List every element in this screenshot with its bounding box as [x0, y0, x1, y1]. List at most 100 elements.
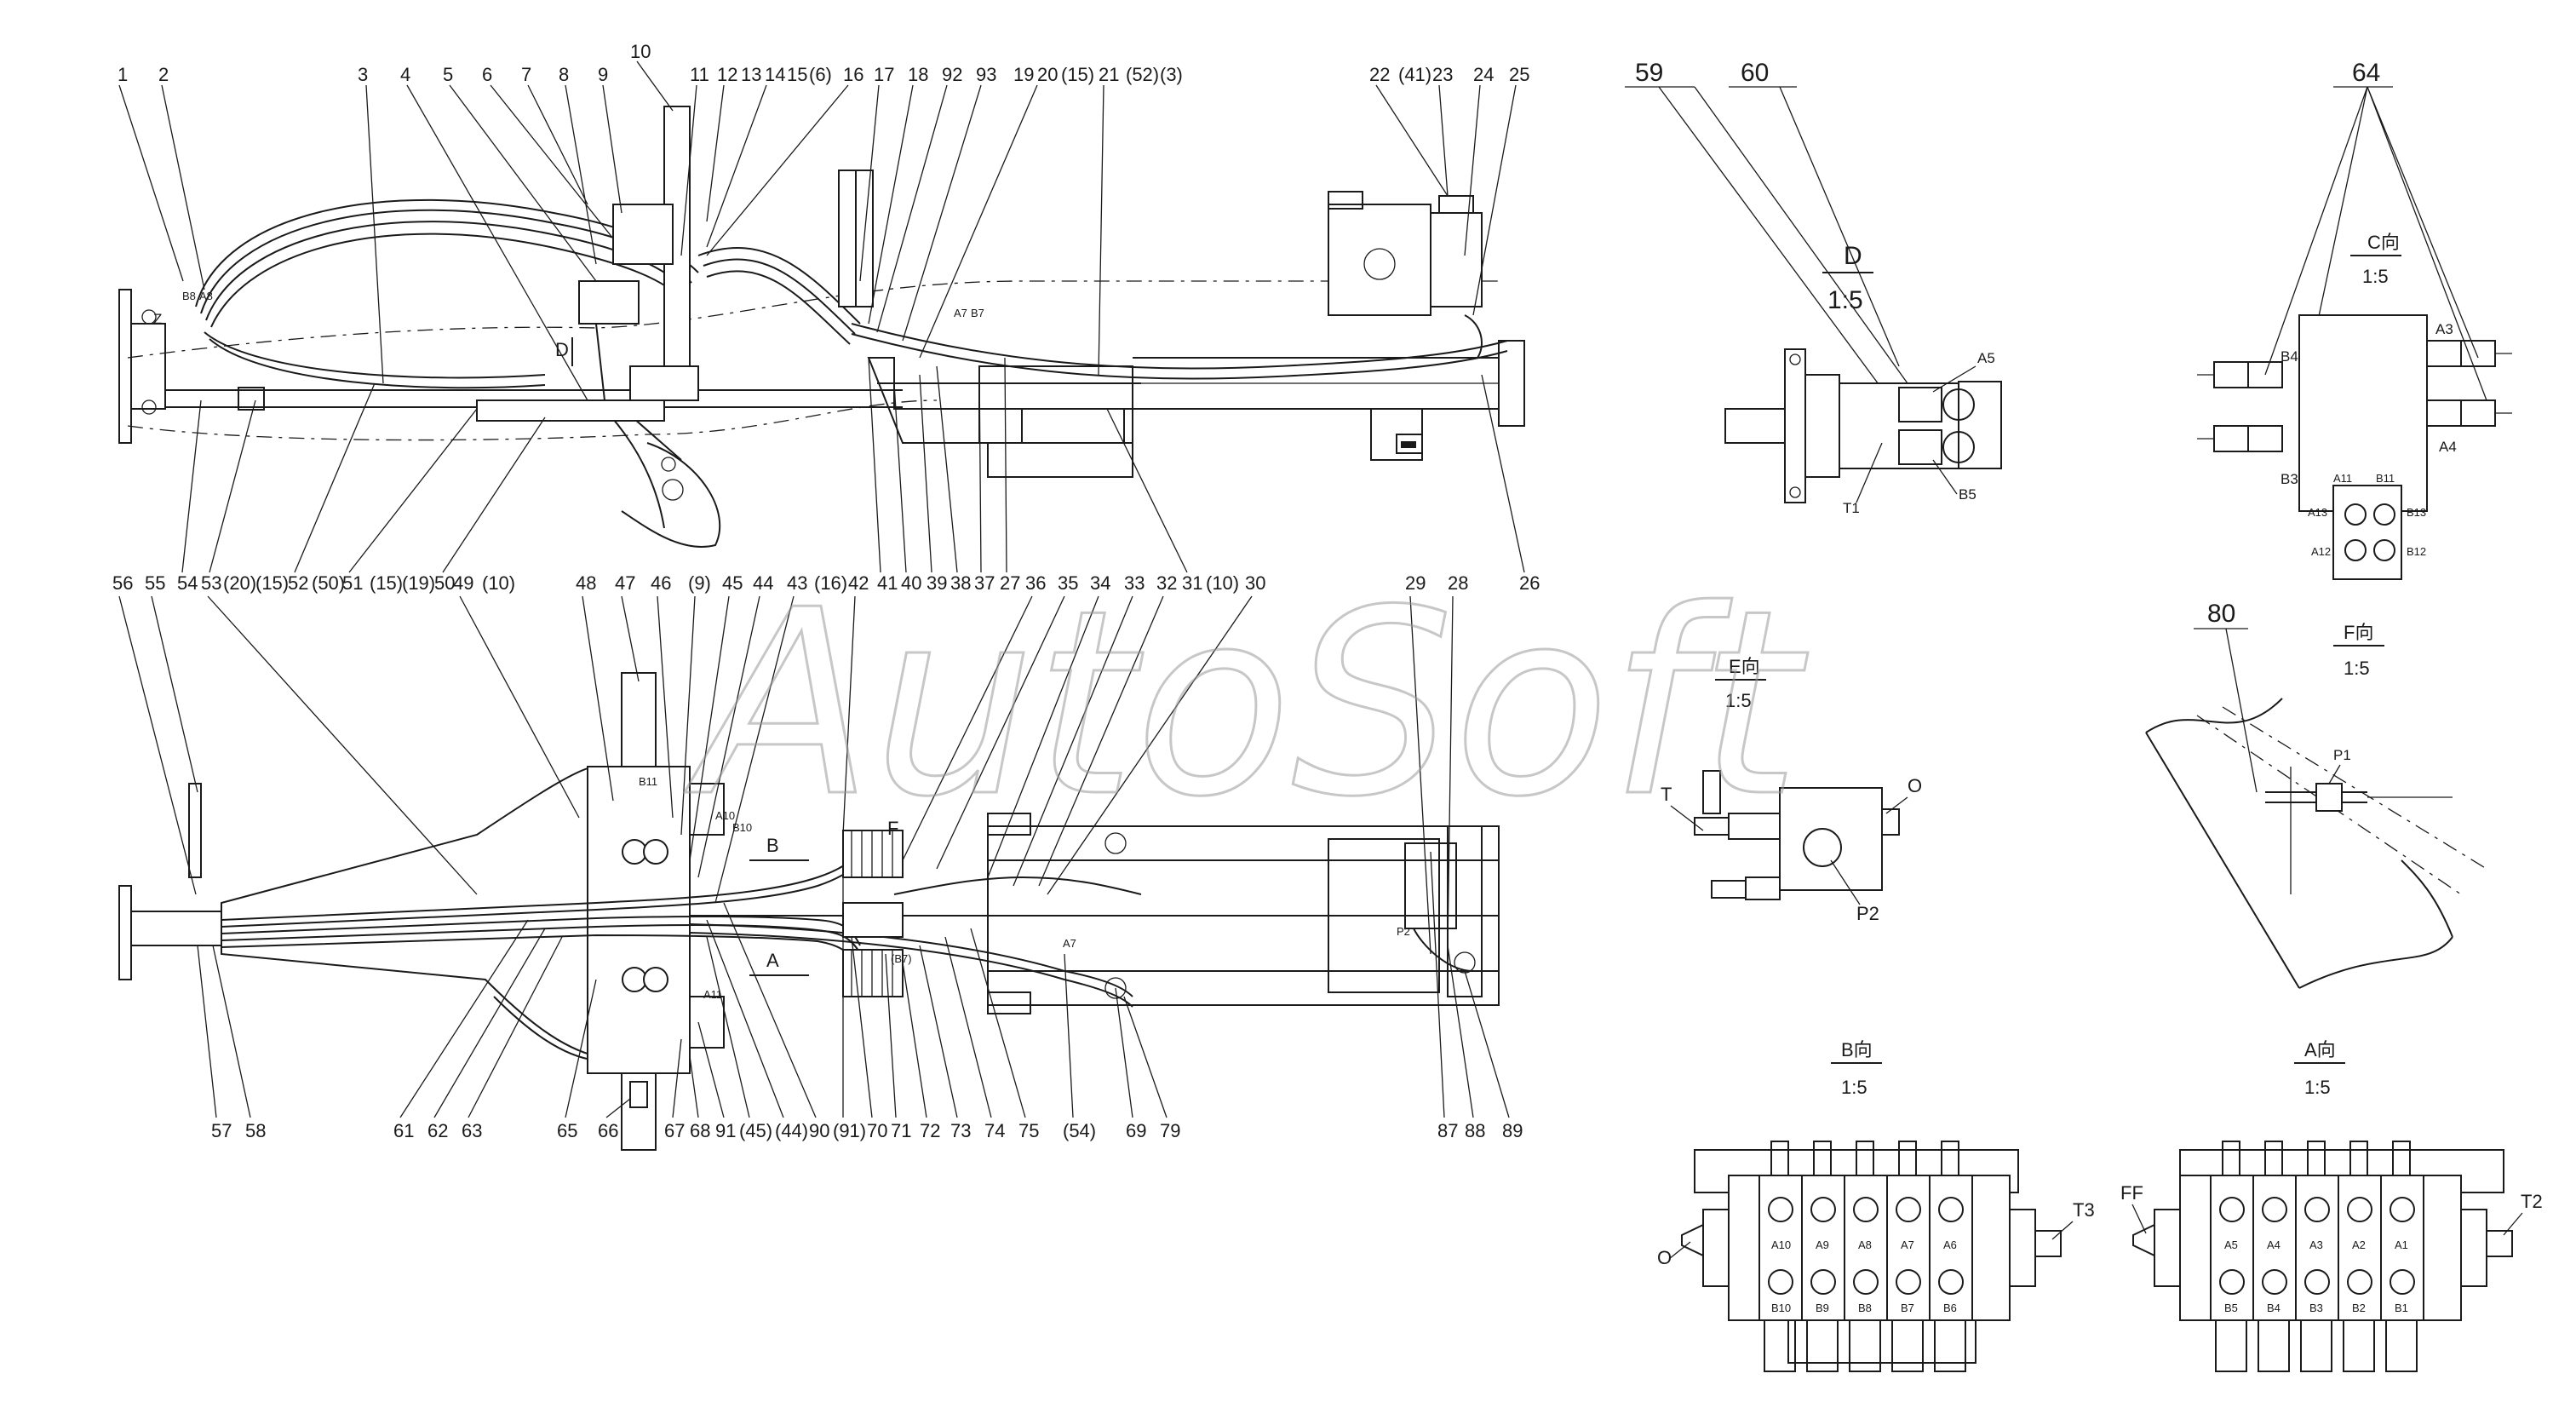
callout-93: 93 — [976, 64, 996, 85]
view-d-scale: 1:5 — [1827, 286, 1863, 314]
d-view-marker: D — [555, 339, 569, 360]
view-c-title: C向 — [2367, 232, 2400, 253]
view-a-port-b3: B3 — [2309, 1302, 2323, 1314]
view-c-port-a4: A4 — [2439, 439, 2457, 455]
callout-46: 46 — [651, 572, 671, 594]
view-e-port-t: T — [1661, 784, 1672, 805]
view-a-port-a4: A4 — [2267, 1238, 2281, 1251]
view-a-scale: 1:5 — [2304, 1077, 2331, 1098]
view-d: 59 60 D 1:5 A5 T1 B5 — [1625, 59, 2002, 516]
port-p2-bottom-label: P2 — [1397, 925, 1410, 938]
view-a-port-a5: A5 — [2224, 1238, 2238, 1251]
port-a7-label: A7 — [954, 307, 967, 319]
callout-43: 43 — [787, 572, 807, 594]
callout-3: 3 — [358, 64, 368, 85]
callout-73: 73 — [950, 1120, 971, 1141]
top-callout-labels: 1 2 3 4 5 6 7 8 9 10 11 12 13 14 15 (6) … — [118, 41, 1529, 401]
view-a-port-b1: B1 — [2395, 1302, 2408, 1314]
view-a-port-b4: B4 — [2267, 1302, 2281, 1314]
callout-87: 87 — [1437, 1120, 1458, 1141]
callout-21: 21 — [1099, 64, 1119, 85]
callout-44b: (44) — [775, 1120, 808, 1141]
callout-63: 63 — [462, 1120, 482, 1141]
callout-91b: (91) — [833, 1120, 866, 1141]
callout-16m: (16) — [814, 572, 847, 594]
port-b7-label: B7 — [971, 307, 984, 319]
callout-20: 20 — [1037, 64, 1058, 85]
view-e: E向 1:5 T O P2 — [1661, 656, 1922, 924]
view-c-port-a12: A12 — [2311, 545, 2331, 558]
callout-2: 2 — [158, 64, 169, 85]
callout-16: 16 — [843, 64, 863, 85]
port-a7-bottom-label: A7 — [1063, 937, 1076, 950]
callout-50: 50 — [434, 572, 455, 594]
view-b-port-a7: A7 — [1901, 1238, 1914, 1251]
callout-24: 24 — [1473, 64, 1494, 85]
callout-14: 14 — [765, 64, 785, 85]
callout-54b: (54) — [1063, 1120, 1096, 1141]
view-b-port-b7: B7 — [1901, 1302, 1914, 1314]
callout-52m: 52 — [288, 572, 308, 594]
callout-50m: (50) — [312, 572, 345, 594]
callout-59: 59 — [1635, 59, 1663, 87]
callout-60: 60 — [1741, 59, 1769, 87]
port-a10-label: A10 — [715, 809, 735, 822]
callout-65: 65 — [557, 1120, 577, 1141]
callout-79: 79 — [1160, 1120, 1180, 1141]
view-d-title: D — [1844, 242, 1862, 270]
view-f-title: F向 — [2344, 622, 2373, 643]
callout-89: 89 — [1502, 1120, 1523, 1141]
view-d-port-t1: T1 — [1843, 500, 1860, 516]
callout-67: 67 — [664, 1120, 685, 1141]
z-mark-label: Z — [153, 311, 162, 327]
callout-49: 49 — [453, 572, 473, 594]
view-b-scale: 1:5 — [1841, 1077, 1867, 1098]
callout-22: 22 — [1369, 64, 1390, 85]
callout-26: 26 — [1519, 572, 1540, 594]
callout-91: 91 — [715, 1120, 736, 1141]
callout-41m: 41 — [877, 572, 898, 594]
callout-28: 28 — [1448, 572, 1468, 594]
view-d-port-b5: B5 — [1959, 486, 1976, 503]
callout-19: 19 — [1013, 64, 1034, 85]
view-c-scale: 1:5 — [2362, 266, 2389, 287]
callout-44: 44 — [753, 572, 773, 594]
callout-75: 75 — [1018, 1120, 1039, 1141]
view-c: 64 C向 1:5 B4 A3 B3 A4 A11 B11 A13 B13 A1… — [2197, 59, 2512, 580]
view-c-port-b4: B4 — [2281, 348, 2298, 365]
watermark: AutoSoft — [682, 555, 1811, 853]
callout-61: 61 — [393, 1120, 414, 1141]
callout-90: 90 — [809, 1120, 829, 1141]
callout-53: 53 — [201, 572, 221, 594]
callout-17: 17 — [874, 64, 894, 85]
view-c-port-a11: A11 — [2333, 472, 2352, 485]
view-a-title: A向 — [2304, 1039, 2336, 1060]
callout-5: 5 — [443, 64, 453, 85]
callout-58: 58 — [245, 1120, 266, 1141]
view-b-port-a9: A9 — [1816, 1238, 1829, 1251]
view-e-port-p2: P2 — [1856, 903, 1879, 924]
callout-51: 51 — [342, 572, 363, 594]
view-f-port-p1: P1 — [2333, 747, 2351, 763]
view-e-port-o: O — [1908, 775, 1922, 796]
callout-88: 88 — [1465, 1120, 1485, 1141]
callout-37: 37 — [974, 572, 995, 594]
callout-70: 70 — [867, 1120, 887, 1141]
callout-4: 4 — [400, 64, 410, 85]
view-b-port-t3: T3 — [2073, 1199, 2095, 1221]
callout-23: 23 — [1432, 64, 1453, 85]
view-d-port-a5: A5 — [1977, 350, 1995, 366]
view-b-sections — [1758, 1141, 1973, 1372]
view-e-scale: 1:5 — [1725, 690, 1752, 711]
view-a: A向 1:5 A5 A4 A3 A2 A1 B5 B4 B3 B2 B1 FF … — [2120, 1039, 2543, 1372]
callout-32: 32 — [1156, 572, 1177, 594]
view-c-port-a3: A3 — [2435, 321, 2453, 337]
view-b-port-b10: B10 — [1771, 1302, 1791, 1314]
callout-8: 8 — [559, 64, 569, 85]
callout-12: 12 — [717, 64, 737, 85]
view-c-port-b12: B12 — [2407, 545, 2426, 558]
port-a8-label: A8 — [199, 290, 213, 302]
callout-15m: (15) — [255, 572, 289, 594]
valve-block-ticks — [851, 830, 893, 997]
bottom-drawing-marks: F B A B11 A10 B10 A11 (B7) A7 P2 — [639, 775, 1410, 1001]
